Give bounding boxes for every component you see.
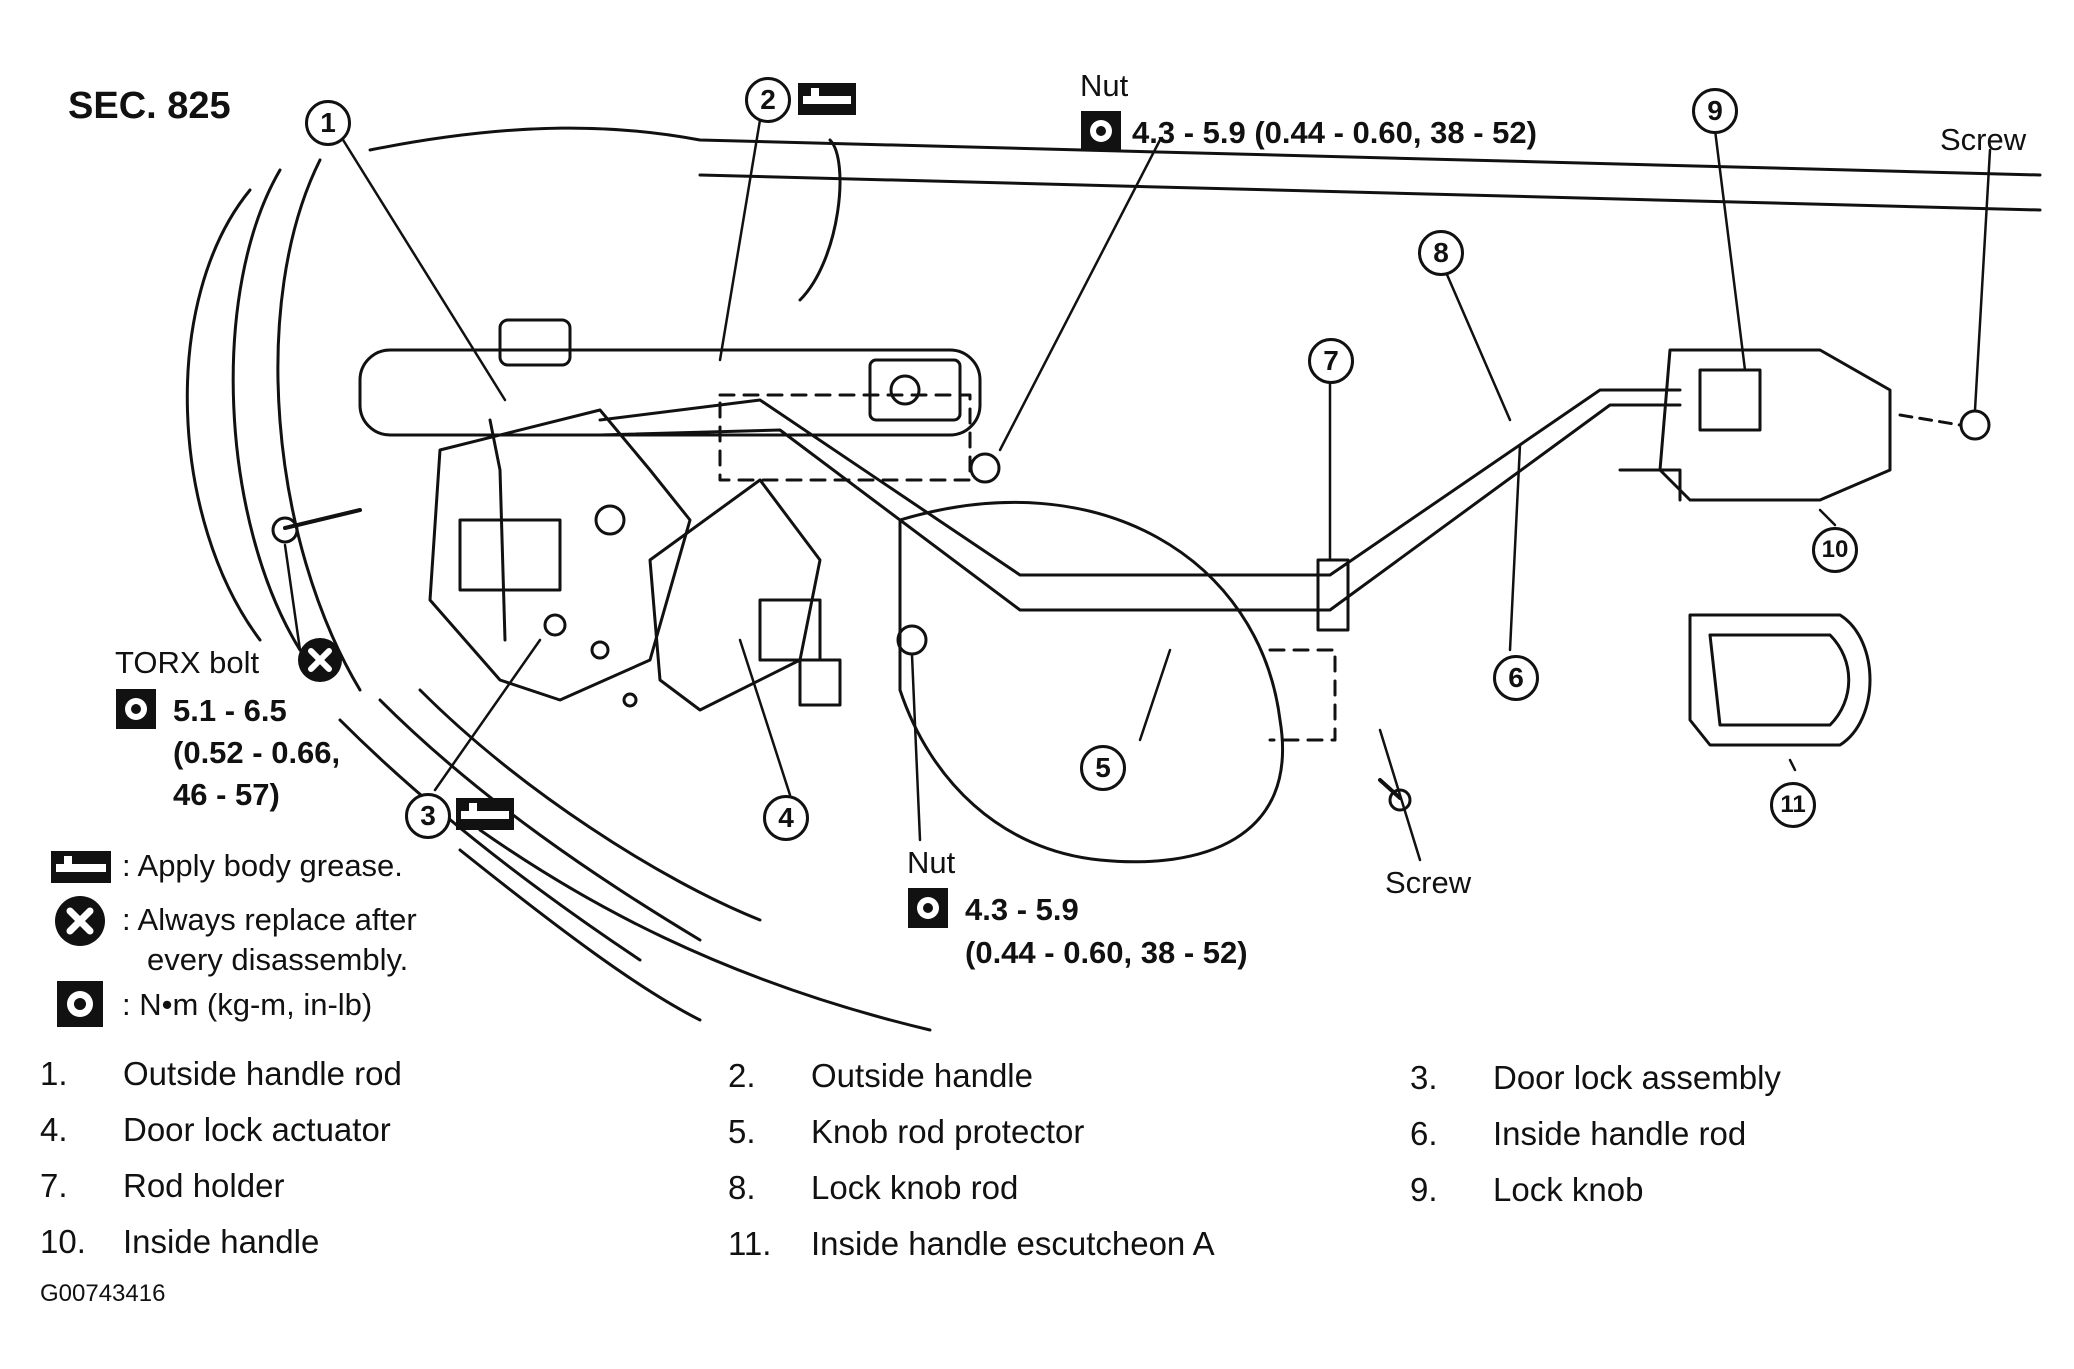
- part-index: 9.: [1410, 1171, 1438, 1208]
- part-name: Inside handle escutcheon A: [811, 1225, 1215, 1262]
- part-index: 11.: [728, 1225, 772, 1262]
- part-number-11: 11: [1770, 782, 1816, 828]
- part-name: Knob rod protector: [811, 1113, 1085, 1150]
- door-outer-curve: [368, 126, 2042, 177]
- figure-id: G00743416: [40, 1280, 166, 1307]
- inside-handle-rod-shape: [598, 403, 1682, 612]
- part-index: 8.: [728, 1169, 756, 1206]
- knob-rod-protector-shape: [898, 500, 1284, 864]
- inside-handle-shape: [1658, 348, 1892, 502]
- part-name: Door lock assembly: [1493, 1059, 1781, 1096]
- part-name: Outside handle: [811, 1057, 1033, 1094]
- replace-icon: [298, 638, 342, 682]
- part-name: Inside handle: [123, 1223, 320, 1260]
- part-name: Door lock actuator: [123, 1111, 391, 1148]
- torque-wrench-icon: [1081, 111, 1121, 151]
- part-name: Rod holder: [123, 1167, 285, 1204]
- legend-torque-units-text: : N•m (kg-m, in-lb): [122, 987, 373, 1022]
- screw-bottom-label: Screw: [1385, 865, 1472, 900]
- part-number-10: 10: [1812, 527, 1858, 573]
- escutcheon-shape: [1688, 613, 1872, 747]
- torx-torque-3: 46 - 57): [173, 777, 280, 812]
- section-title: SEC. 825: [68, 85, 231, 127]
- legend-grease-text: : Apply body grease.: [122, 848, 403, 883]
- part-number-8: 8: [1418, 230, 1464, 276]
- nut-bottom-torque-1: 4.3 - 5.9: [965, 892, 1079, 927]
- torx-torque-2: (0.52 - 0.66,: [173, 735, 341, 770]
- part-name: Lock knob: [1493, 1171, 1644, 1208]
- grease-icon: [51, 851, 111, 883]
- replace-icon: [55, 896, 105, 946]
- part-number-2: 2: [745, 77, 791, 123]
- part-name: Inside handle rod: [1493, 1115, 1747, 1152]
- grease-icon: [798, 83, 856, 115]
- legend-replace-text-2: every disassembly.: [147, 942, 409, 977]
- part-name: Outside handle rod: [123, 1055, 402, 1092]
- screw-right-label: Screw: [1940, 122, 2027, 157]
- torx-torque-1: 5.1 - 6.5: [173, 693, 287, 728]
- part-index: 1.: [40, 1055, 68, 1092]
- nut-bottom-label: Nut: [907, 845, 956, 880]
- part-index: 2.: [728, 1057, 756, 1094]
- nut-bottom-torque-2: (0.44 - 0.60, 38 - 52): [965, 935, 1248, 970]
- lock-knob-rod-shape: [598, 388, 1682, 577]
- part-number-9: 9: [1692, 88, 1738, 134]
- torque-wrench-icon: [57, 981, 103, 1027]
- legend-replace-text-1: : Always replace after: [122, 902, 417, 937]
- part-number-6: 6: [1493, 655, 1539, 701]
- part-index: 10.: [40, 1223, 86, 1260]
- part-number-1: 1: [305, 100, 351, 146]
- part-number-7: 7: [1308, 338, 1354, 384]
- part-index: 3.: [1410, 1059, 1438, 1096]
- nut-top-torque: 4.3 - 5.9 (0.44 - 0.60, 38 - 52): [1132, 115, 1537, 150]
- door-lock-actuator-shape: [648, 478, 822, 712]
- part-number-5: 5: [1080, 745, 1126, 791]
- torque-wrench-icon: [116, 689, 156, 729]
- part-index: 5.: [728, 1113, 756, 1150]
- door-lock-assembly-shape: [428, 408, 692, 702]
- part-index: 6.: [1410, 1115, 1438, 1152]
- part-number-3: 3: [405, 793, 451, 839]
- part-index: 4.: [40, 1111, 68, 1148]
- part-number-4: 4: [763, 795, 809, 841]
- outside-handle-shape: [358, 348, 982, 437]
- torque-wrench-icon: [908, 888, 948, 928]
- part-name: Lock knob rod: [811, 1169, 1019, 1206]
- outside-handle-rod-shape: [488, 418, 507, 642]
- nut-top-label: Nut: [1080, 68, 1129, 103]
- grease-icon: [456, 798, 514, 830]
- part-index: 7.: [40, 1167, 68, 1204]
- torx-bolt-label: TORX bolt: [115, 645, 260, 680]
